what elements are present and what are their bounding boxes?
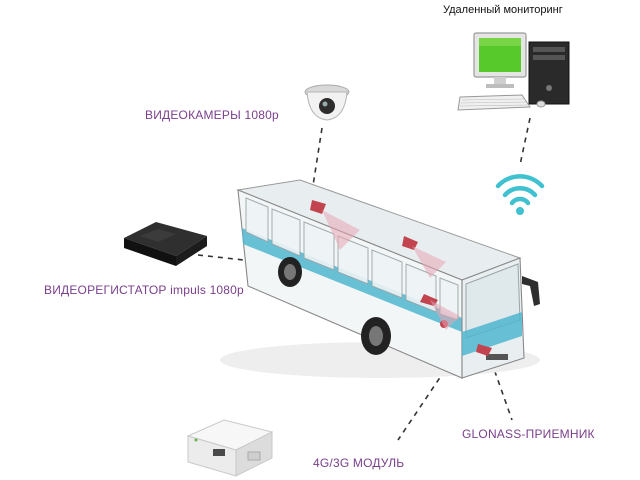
computer-icon	[457, 32, 570, 111]
router-icon	[186, 419, 274, 477]
glonass-label: GLONASS-ПРИЕМНИК	[462, 427, 595, 441]
recorder-label: ВИДЕОРЕГИСТАТОР impuls 1080р	[44, 283, 244, 297]
bus-illustration	[220, 179, 540, 379]
modem-label: 4G/3G МОДУЛЬ	[313, 456, 405, 470]
dome-camera-icon	[304, 84, 350, 121]
modem-connector	[397, 369, 446, 441]
cameras-label: ВИДЕОКАМЕРЫ 1080р	[145, 108, 279, 122]
remote-monitoring-label: Удаленный мониторинг	[443, 4, 563, 16]
wifi-icon	[495, 174, 545, 215]
dvr-icon	[124, 222, 207, 266]
monitoring-connector	[519, 117, 531, 166]
